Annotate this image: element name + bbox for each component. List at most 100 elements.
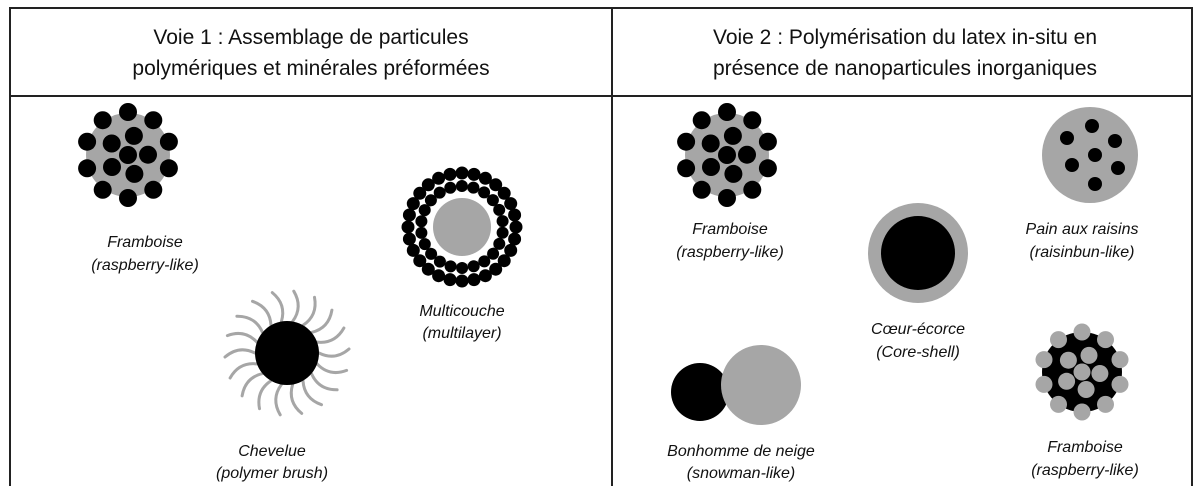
mineral-nanoparticle	[478, 255, 491, 268]
voie1-title-line1: Voie 1 : Assemblage de particules	[153, 26, 468, 49]
polymer-lobe	[721, 345, 801, 425]
mineral-nanoparticle	[444, 260, 457, 273]
voie1-chevelue-label: Chevelue	[238, 443, 306, 460]
mineral-nanoparticle	[424, 194, 437, 207]
mineral-nanoparticle	[493, 203, 506, 216]
polymer-nanoparticle	[1035, 351, 1053, 369]
mineral-nanoparticle	[478, 186, 491, 199]
voie2-header: Voie 2 : Polymérisation du latex in-situ…	[713, 26, 1097, 80]
mineral-nanoparticle	[432, 171, 446, 185]
voie2-bonhomme-de-neige-particle	[671, 345, 801, 425]
mineral-nanoparticle	[455, 274, 469, 288]
mineral-inclusion	[1111, 161, 1125, 175]
mineral-nanoparticle	[443, 167, 457, 181]
mineral-nanoparticle	[78, 132, 97, 151]
mineral-nanoparticle	[93, 180, 112, 199]
mineral-nanoparticle	[702, 158, 720, 176]
mineral-nanoparticle	[723, 126, 742, 145]
outer-frame	[9, 7, 1193, 486]
polymer-nanoparticle	[1077, 381, 1095, 398]
voie1-multicouche-label: Multicouche	[419, 303, 504, 320]
mineral-nanoparticles	[78, 103, 178, 207]
mineral-nanoparticle	[467, 260, 480, 273]
mineral-nanoparticle	[421, 262, 435, 276]
mineral-nanoparticle	[119, 103, 137, 121]
mineral-nanoparticle	[718, 103, 736, 121]
mineral-layers	[401, 166, 523, 288]
mineral-nanoparticle	[444, 181, 457, 194]
mineral-core	[255, 321, 319, 385]
polymer-nanoparticle	[1111, 375, 1129, 393]
voie1-title-line2: polymériques et minérales préformées	[132, 57, 489, 80]
voie2-title-line2: présence de nanoparticules inorganiques	[713, 57, 1097, 80]
mineral-nanoparticle	[456, 262, 469, 274]
mineral-nanoparticle	[467, 167, 481, 181]
voie1-framboise-sublabel: (raspberry-like)	[91, 257, 199, 274]
mineral-nanoparticle	[78, 159, 97, 178]
polymer-chain	[225, 331, 259, 344]
mineral-nanoparticle	[493, 237, 506, 250]
polymer-chain	[223, 348, 257, 359]
mineral-nanoparticles	[677, 103, 777, 207]
polymer-nanoparticle	[1073, 363, 1091, 381]
polymer-chain	[315, 362, 349, 375]
mineral-inclusion	[1108, 134, 1122, 148]
mineral-nanoparticle	[504, 243, 518, 257]
voie2-pain-aux-raisins-label: Pain aux raisins	[1026, 221, 1139, 238]
mineral-nanoparticle	[425, 247, 438, 260]
mineral-nanoparticle	[401, 220, 415, 234]
mineral-nanoparticle	[119, 189, 137, 207]
mineral-nanoparticle	[743, 180, 762, 199]
mineral-nanoparticle	[139, 145, 157, 164]
mineral-nanoparticle	[758, 159, 777, 178]
voie2-framboise-bottom-label: Framboise	[1047, 439, 1123, 456]
mineral-nanoparticle	[718, 189, 736, 207]
mineral-nanoparticle	[509, 220, 523, 234]
mineral-core	[881, 216, 955, 290]
voie1-framboise-label: Framboise	[107, 234, 183, 251]
voie2-coeur-ecorce-particle	[868, 203, 968, 303]
mineral-nanoparticle	[677, 132, 696, 151]
mineral-nanoparticle	[144, 180, 163, 199]
polymer-chain	[235, 314, 264, 334]
mineral-nanoparticle	[406, 243, 420, 257]
voie1-multicouche-particle	[401, 166, 523, 288]
mineral-nanoparticle	[119, 146, 137, 164]
mineral-inclusions	[1060, 119, 1125, 191]
voie1-framboise-particle	[78, 103, 178, 207]
mineral-nanoparticle	[701, 134, 720, 153]
mineral-nanoparticle	[421, 178, 435, 192]
mineral-nanoparticle	[443, 273, 457, 287]
voie2-framboise-top-particle	[677, 103, 777, 207]
mineral-nanoparticle	[455, 180, 468, 192]
polymer-chain	[317, 347, 351, 358]
mineral-nanoparticle	[467, 181, 480, 194]
polymer-chain	[257, 379, 273, 411]
mineral-nanoparticle	[738, 145, 756, 164]
mineral-nanoparticle	[496, 226, 509, 239]
mineral-nanoparticle	[743, 111, 762, 130]
voie2-framboise-bottom-particle	[1035, 323, 1129, 421]
mineral-nanoparticle	[677, 159, 696, 178]
mineral-nanoparticle	[159, 159, 178, 178]
mineral-nanoparticle	[489, 262, 503, 276]
mineral-nanoparticle	[124, 126, 143, 145]
polymer-chain	[291, 289, 300, 323]
mineral-nanoparticle	[486, 194, 499, 207]
mineral-nanoparticle	[467, 273, 481, 287]
mineral-nanoparticle	[103, 158, 121, 176]
mineral-nanoparticle	[413, 254, 427, 268]
mineral-nanoparticle	[692, 111, 711, 130]
voie1-multicouche-sublabel: (multilayer)	[422, 325, 501, 342]
voie2-pain-aux-raisins-sublabel: (raisinbun-like)	[1030, 244, 1135, 261]
mineral-nanoparticle	[413, 186, 427, 200]
mineral-nanoparticle	[418, 238, 431, 251]
mineral-nanoparticle	[406, 197, 420, 211]
polymer-nanoparticle	[1080, 346, 1098, 364]
polymer-chain	[228, 362, 259, 380]
polymer-core	[433, 198, 491, 256]
voie2-title-line1: Voie 2 : Polymérisation du latex in-situ…	[713, 26, 1097, 49]
voie2-coeur-ecorce-sublabel: (Core-shell)	[876, 344, 960, 361]
polymer-nanoparticle	[1050, 331, 1067, 349]
voie2-bonhomme-label: Bonhomme de neige	[667, 443, 815, 460]
